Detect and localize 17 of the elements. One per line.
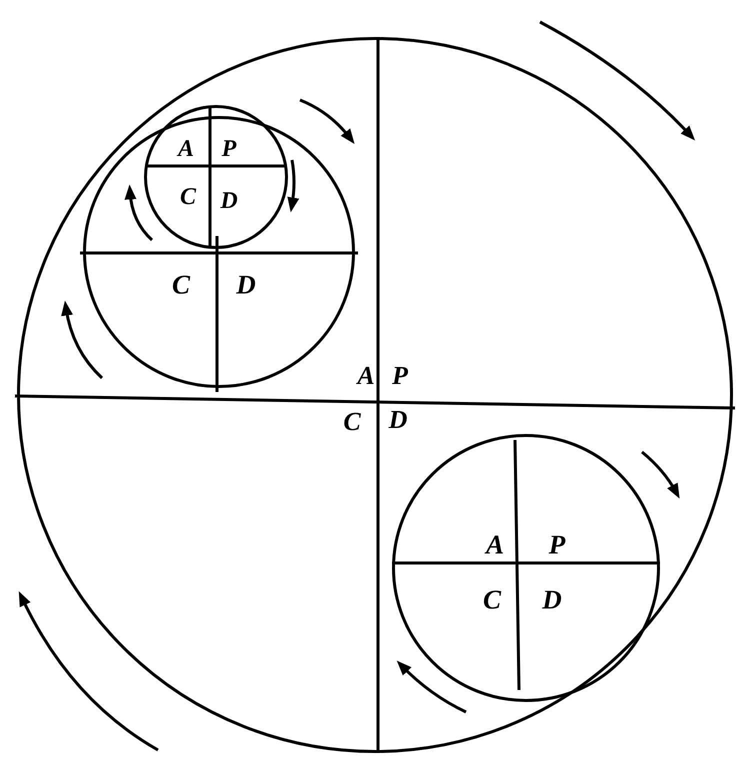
quadrant-letter: A — [486, 532, 504, 558]
quadrant-letter: C — [172, 272, 190, 298]
quadrant-letter: A — [178, 137, 194, 161]
quadrant-letter: D — [220, 189, 238, 213]
cycle-circle — [17, 37, 733, 753]
quadrant-letter: C — [343, 409, 361, 435]
quadrant-letter: C — [180, 185, 196, 209]
quadrant-letter: D — [388, 407, 408, 433]
quadrant-letter: D — [542, 586, 562, 614]
quadrant-letter: P — [222, 137, 236, 161]
quadrant-letter: P — [392, 363, 408, 389]
cycle-circle — [144, 105, 288, 249]
quadrant-letter: C — [483, 586, 501, 614]
quadrant-letter: P — [548, 532, 566, 558]
quadrant-letter: D — [236, 272, 256, 298]
cycle-circle — [392, 434, 660, 702]
quadrant-letter: A — [357, 363, 375, 389]
